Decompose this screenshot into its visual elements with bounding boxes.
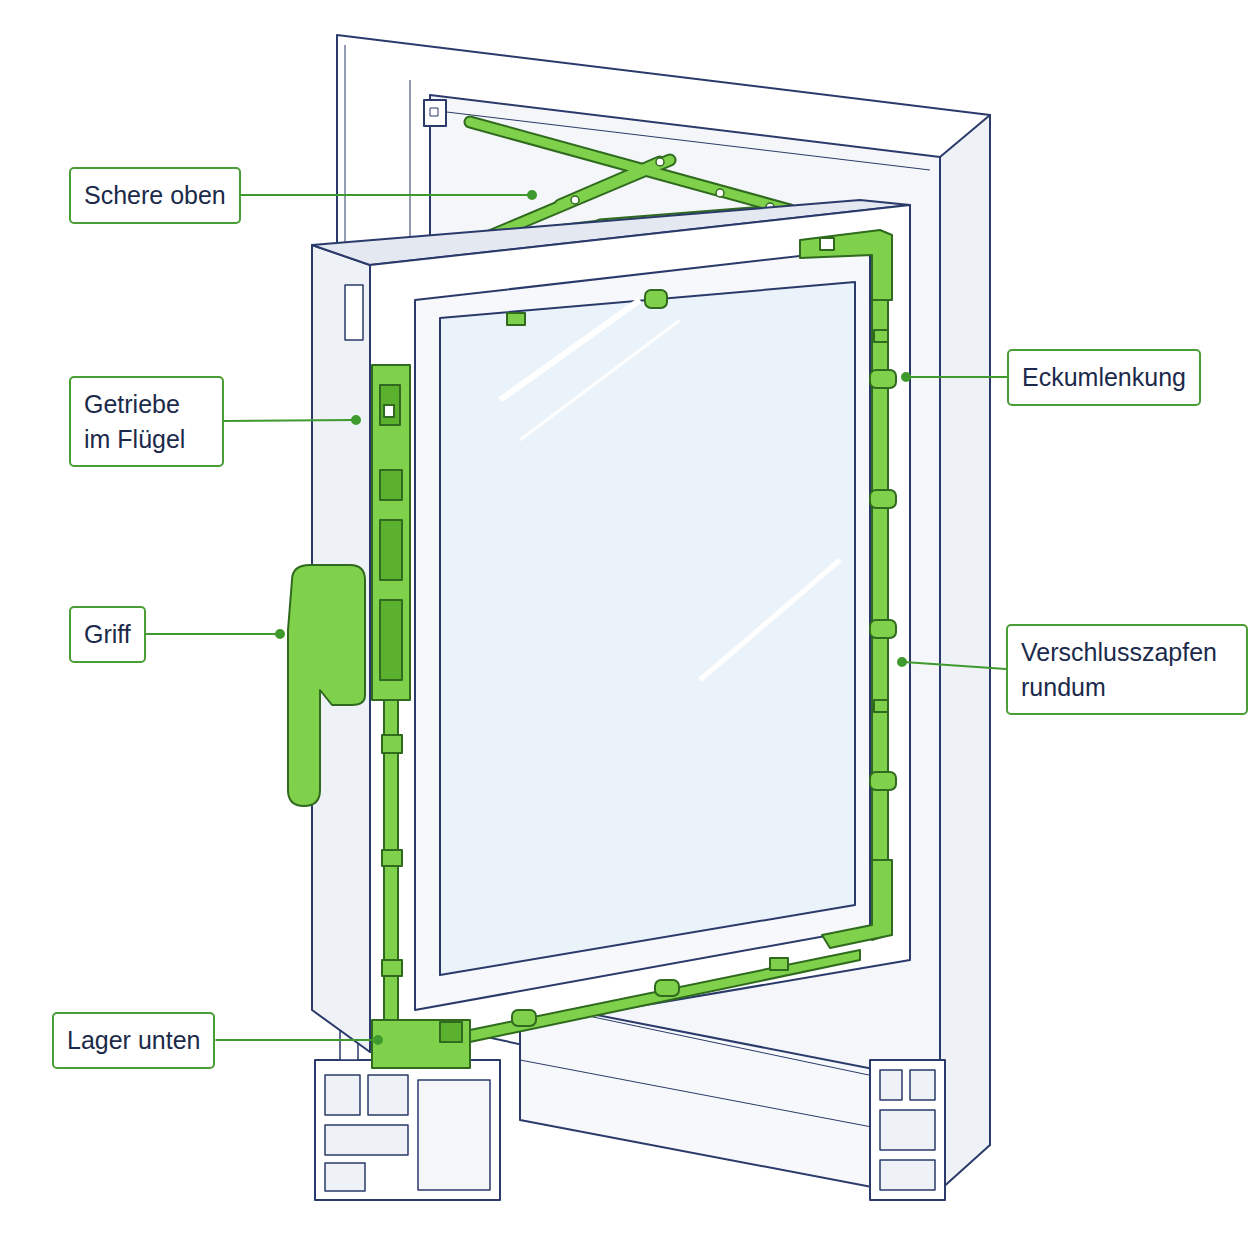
callout-box: Getriebe im Flügel	[69, 376, 224, 467]
callout-label: Eckumlenkung	[1022, 360, 1186, 395]
callout-label: Lager unten	[67, 1023, 200, 1058]
callout-label: Griff	[84, 617, 131, 652]
callout-label: Schere oben	[84, 178, 226, 213]
callout-box: Eckumlenkung	[1007, 349, 1201, 406]
sash	[312, 200, 910, 1052]
callout-label: Verschlusszapfen rundum	[1021, 635, 1233, 704]
callout-label: Getriebe im Flügel	[84, 387, 209, 456]
fitting-hardware	[288, 230, 896, 1068]
callout-box: Verschlusszapfen rundum	[1006, 624, 1248, 715]
callout-box: Schere oben	[69, 167, 241, 224]
callout-box: Griff	[69, 606, 146, 663]
callout-box: Lager unten	[52, 1012, 215, 1069]
leader-lines	[146, 191, 1007, 1044]
window-frame	[315, 35, 990, 1200]
